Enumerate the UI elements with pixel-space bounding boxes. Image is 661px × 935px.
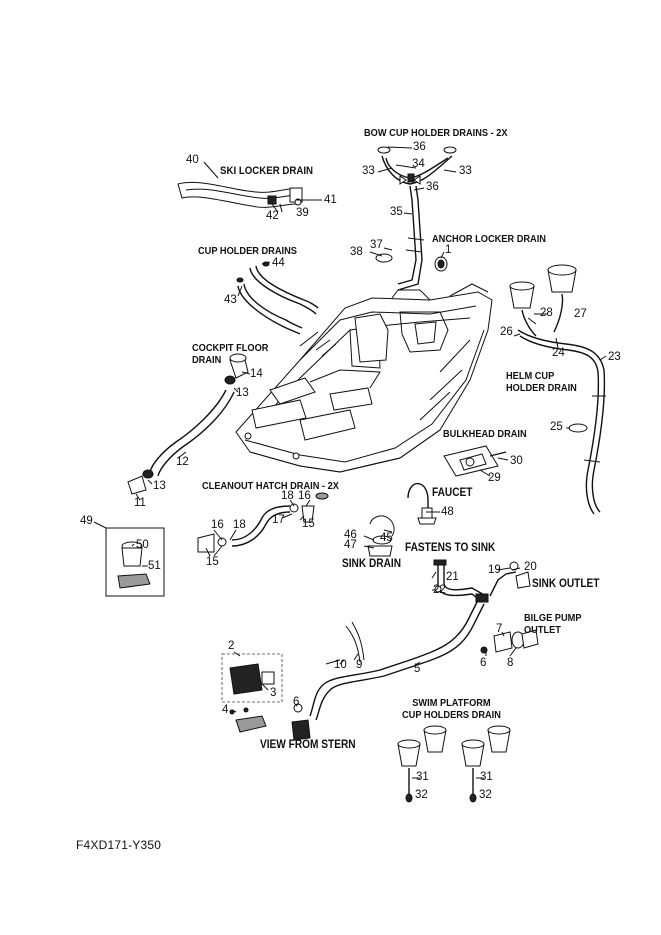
bow-cup-holder-drain-parts: [375, 146, 457, 291]
callout-9: 9: [356, 659, 363, 671]
cup-holder-drain-hoses: [236, 261, 319, 335]
callout-30: 30: [510, 455, 523, 467]
callout-50: 50: [136, 539, 149, 551]
callout-29: 29: [488, 472, 501, 484]
callout-14: 14: [250, 368, 263, 380]
cockpit-floor-drain-parts: [127, 353, 249, 495]
callout-22: 22: [433, 584, 446, 596]
callout-33: 33: [459, 165, 472, 177]
ski-locker-drain-label: SKI LOCKER DRAIN: [220, 165, 314, 177]
callout-3: 3: [270, 687, 277, 699]
callout-39: 39: [296, 207, 309, 219]
callout-2: 2: [228, 640, 235, 652]
callout-7: 7: [496, 623, 503, 635]
sink-outlet-parts: [433, 559, 531, 603]
callout-23: 23: [608, 351, 621, 363]
callout-34: 34: [412, 158, 425, 170]
sink-drain-parts: [367, 515, 395, 557]
bilge-pump-outlet-label: BILGE PUMP OUTLET: [524, 612, 582, 637]
callout-1: 1: [445, 244, 452, 256]
callout-27: 27: [574, 308, 587, 320]
fastens-to-sink-label: FASTENS TO SINK: [405, 542, 496, 554]
leader-lines: [93, 146, 607, 779]
bow-cup-holder-drains-label: BOW CUP HOLDER DRAINS - 2X: [364, 127, 508, 139]
callout-38: 38: [350, 246, 363, 258]
swim-platform-cup-holders: [397, 725, 511, 803]
callout-24: 24: [552, 347, 565, 359]
callout-47: 47: [344, 539, 357, 551]
cleanout-hatch-drain-label: CLEANOUT HATCH DRAIN - 2X: [202, 480, 339, 492]
callout-40: 40: [186, 154, 199, 166]
callout-45: 45: [380, 532, 393, 544]
callout-36: 36: [426, 181, 439, 193]
callout-13: 13: [153, 480, 166, 492]
callout-36: 36: [413, 141, 426, 153]
callout-5: 5: [414, 663, 421, 675]
inset-49-box: [105, 527, 165, 597]
sink-drain-label: SINK DRAIN: [342, 558, 402, 570]
callout-31: 31: [480, 771, 493, 783]
callout-32: 32: [415, 789, 428, 801]
callout-26: 26: [500, 326, 513, 338]
callout-18: 18: [281, 490, 294, 502]
bulkhead-drain-label: BULKHEAD DRAIN: [443, 428, 527, 440]
callout-6: 6: [293, 696, 300, 708]
cockpit-floor-drain-label: COCKPIT FLOOR DRAIN: [192, 342, 269, 367]
callout-6: 6: [480, 657, 487, 669]
callout-25: 25: [550, 421, 563, 433]
boat-hull-illustration: [235, 283, 493, 473]
sink-outlet-label: SINK OUTLET: [532, 578, 600, 590]
callout-33: 33: [362, 165, 375, 177]
anchor-locker-drain-label: ANCHOR LOCKER DRAIN: [432, 233, 546, 245]
callout-15: 15: [302, 518, 315, 530]
helm-cup-holder-drain-parts: [509, 264, 606, 515]
callout-46: 46: [344, 529, 357, 541]
callout-28: 28: [540, 307, 553, 319]
callout-49: 49: [80, 515, 93, 527]
bilge-pump-parts: [221, 653, 311, 741]
callout-35: 35: [390, 206, 403, 218]
callout-11: 11: [134, 497, 146, 509]
swim-platform-cup-holders-drain-label: SWIM PLATFORM CUP HOLDERS DRAIN: [402, 697, 501, 722]
callout-4: 4: [222, 704, 229, 716]
callout-31: 31: [416, 771, 429, 783]
callout-42: 42: [266, 210, 279, 222]
callout-16: 16: [298, 490, 311, 502]
callout-12: 12: [176, 456, 189, 468]
callout-10: 10: [334, 659, 347, 671]
callout-17: 17: [272, 514, 285, 526]
callout-8: 8: [507, 657, 514, 669]
cleanout-hatch-drain-parts: [197, 492, 329, 553]
faucet-label: FAUCET: [432, 487, 473, 499]
callout-13: 13: [236, 387, 249, 399]
callout-37: 37: [370, 239, 383, 251]
callout-19: 19: [488, 564, 501, 576]
bilge-pump-outlet-parts: [480, 629, 539, 654]
ski-locker-drain-parts: [177, 181, 303, 208]
bilge-hose: [309, 599, 485, 721]
document-code: F4XD171-Y350: [76, 838, 162, 852]
helm-cup-holder-drain-label: HELM CUP HOLDER DRAIN: [506, 370, 577, 395]
bulkhead-drain-parts: [443, 445, 507, 477]
callout-48: 48: [441, 506, 454, 518]
cup-holder-drains-label: CUP HOLDER DRAINS: [198, 245, 297, 257]
callout-51: 51: [148, 560, 161, 572]
callout-18: 18: [233, 519, 246, 531]
callout-15: 15: [206, 556, 219, 568]
callout-20: 20: [524, 561, 537, 573]
callout-16: 16: [211, 519, 224, 531]
callout-44: 44: [272, 257, 285, 269]
view-from-stern-label: VIEW FROM STERN: [260, 739, 356, 751]
callout-41: 41: [324, 194, 337, 206]
callout-21: 21: [446, 571, 459, 583]
callout-32: 32: [479, 789, 492, 801]
callout-43: 43: [224, 294, 237, 306]
faucet-illustration: [407, 482, 437, 525]
